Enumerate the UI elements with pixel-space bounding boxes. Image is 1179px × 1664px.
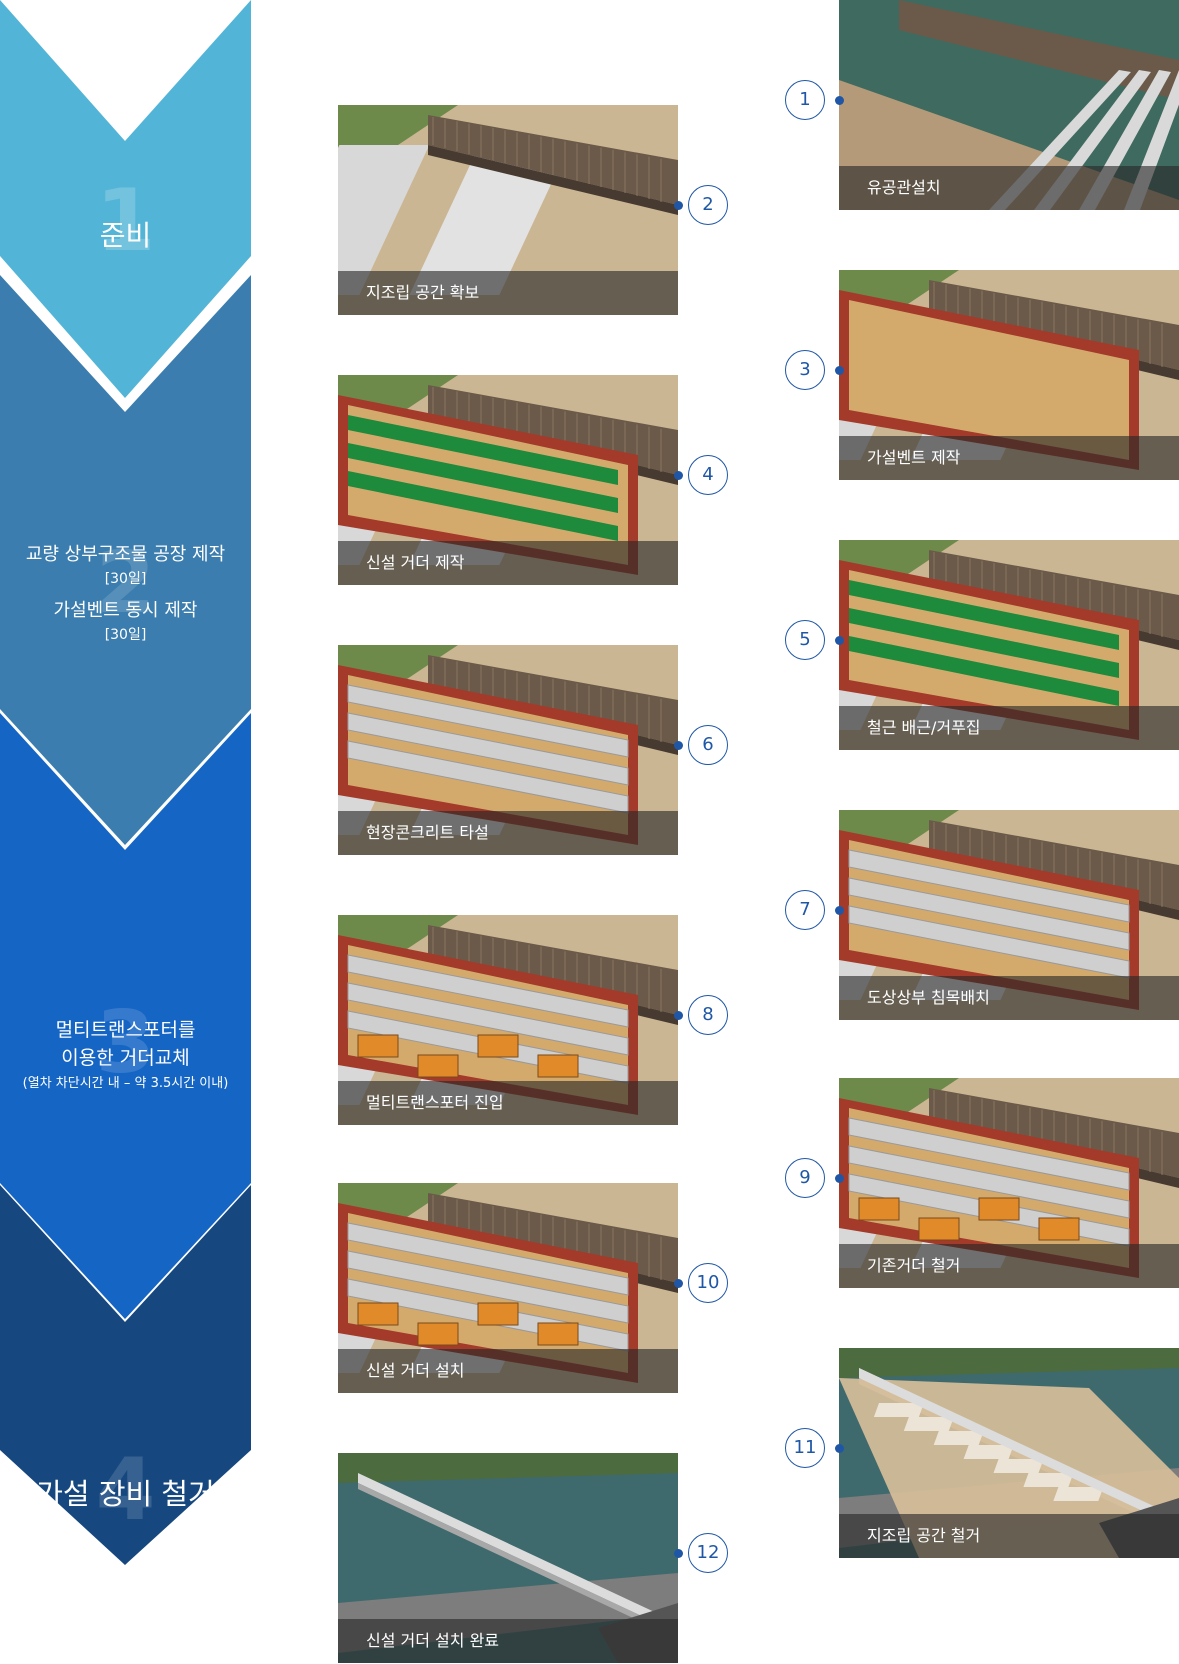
step-caption-8: 멀티트랜스포터 진입 [338,1081,678,1125]
step-number-3: 3 [785,350,825,390]
step-caption-5: 철근 배근/거푸집 [839,706,1179,750]
step-connector-dot-4 [674,471,683,480]
step-number-4: 4 [688,455,728,495]
phase-1-title: 준비 [99,219,152,252]
phase-4-label: 가설 장비 철거 [0,1471,251,1513]
step-caption-7: 도상상부 침목배치 [839,976,1179,1020]
step-connector-dot-7 [835,906,844,915]
phase-3-note: (열차 차단시간 내 – 약 3.5시간 이내) [22,1076,229,1091]
phase-1-label: 준비 [0,214,251,254]
step-number-10: 10 [688,1263,728,1303]
step-card-9: 기존거더 철거 [839,1078,1179,1288]
phase-3-number: 3 [95,993,156,1093]
step-connector-dot-2 [674,201,683,210]
step-connector-dot-11 [835,1444,844,1453]
sleeper-scene [839,810,1179,1020]
step-number-12: 12 [688,1533,728,1573]
step-number-11: 11 [785,1428,825,1468]
phase-2-number: 2 [95,533,156,633]
step-connector-dot-10 [674,1279,683,1288]
phase-3-title-line-2: 이용한 거더교체 [61,1047,190,1069]
step-card-3: 가설벤트 제작 [839,270,1179,480]
step-card-12: 신설 거더 설치 완료 [338,1453,678,1663]
step-number-8: 8 [688,995,728,1035]
step-connector-dot-3 [835,366,844,375]
step-number-5: 5 [785,620,825,660]
step-caption-4: 신설 거더 제작 [338,541,678,585]
step-caption-1: 유공관설치 [839,166,1179,210]
phase-1-number: 1 [95,171,156,271]
phase-2-duration-2: [30일] [104,627,147,643]
step-card-7: 도상상부 침목배치 [839,810,1179,1020]
phase-chevron-4 [0,1185,251,1565]
step-caption-3: 가설벤트 제작 [839,436,1179,480]
phase-2-title-2: 가설벤트 동시 제작 [53,600,198,621]
rebar-scene [839,540,1179,750]
step-card-6: 현장콘크리트 타설 [338,645,678,855]
step-number-2: 2 [688,185,728,225]
step-number-7: 7 [785,890,825,930]
phase-2-duration-1: [30일] [104,571,147,587]
phase-4-number: 4 [95,1440,156,1540]
step-card-8: 멀티트랜스포터 진입 [338,915,678,1125]
step-card-1: 유공관설치 [839,0,1179,210]
step-number-1: 1 [785,80,825,120]
phase-3-title-line-1: 멀티트랜스포터를 [55,1019,196,1041]
phase-4-title: 가설 장비 철거 [36,1477,215,1511]
step-card-10: 신설 거더 설치 [338,1183,678,1393]
bent-scene [839,270,1179,480]
step-card-11: 지조립 공간 철거 [839,1348,1179,1558]
phase-chevron-1 [0,0,251,398]
step-caption-12: 신설 거더 설치 완료 [338,1619,678,1663]
phase-2-title: 교량 상부구조물 공장 제작 [25,544,226,565]
step-caption-10: 신설 거더 설치 [338,1349,678,1393]
step-caption-2: 지조립 공간 확보 [338,271,678,315]
step-connector-dot-1 [835,96,844,105]
step-number-6: 6 [688,725,728,765]
phase-chevron-3 [0,713,251,1319]
step-number-9: 9 [785,1158,825,1198]
step-caption-6: 현장콘크리트 타설 [338,811,678,855]
phase-3-label: 멀티트랜스포터를 이용한 거더교체 (열차 차단시간 내 – 약 3.5시간 이… [0,1016,251,1096]
step-caption-11: 지조립 공간 철거 [839,1514,1179,1558]
step-connector-dot-5 [835,636,844,645]
step-connector-dot-8 [674,1011,683,1020]
phase-2-label: 교량 상부구조물 공장 제작 [30일] 가설벤트 동시 제작 [30일] [0,542,251,646]
step-card-5: 철근 배근/거푸집 [839,540,1179,750]
step-caption-9: 기존거더 철거 [839,1244,1179,1288]
step-card-4: 신설 거더 제작 [338,375,678,585]
step-connector-dot-6 [674,741,683,750]
step-connector-dot-12 [674,1549,683,1558]
step-card-2: 지조립 공간 확보 [338,105,678,315]
step-connector-dot-9 [835,1174,844,1183]
phase-chevron-2 [0,275,251,845]
